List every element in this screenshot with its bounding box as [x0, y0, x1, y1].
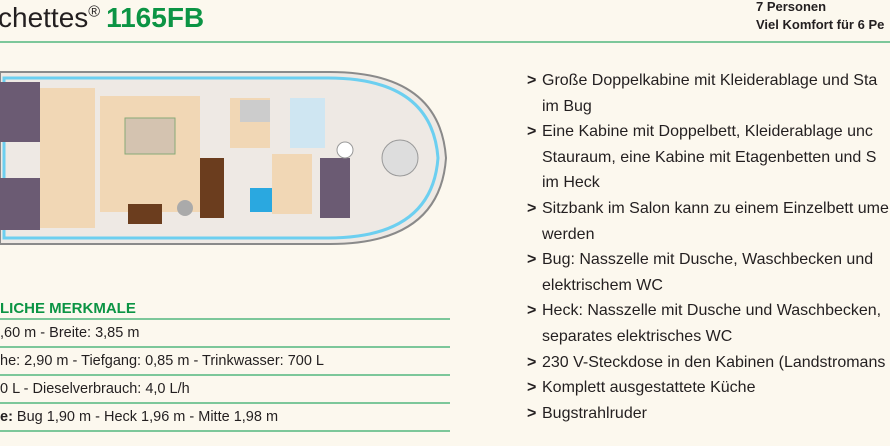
spec-label: e:: [0, 409, 13, 425]
spec-row: e: Bug 1,90 m - Heck 1,96 m - Mitte 1,98…: [0, 404, 450, 432]
page-title: chettes® 1165FB: [0, 2, 204, 34]
spec-text: 0 L - Dieselverbrauch: 4,0 L/h: [0, 381, 190, 397]
bullet-marker: [527, 222, 542, 248]
bullet-marker: [527, 273, 542, 299]
feature-text: im Heck: [542, 174, 600, 192]
header-divider: [0, 41, 890, 43]
spec-text: ,60 m - Breite: 3,85 m: [0, 325, 140, 341]
feature-text: werden: [542, 225, 595, 243]
feature-item: im Heck: [527, 170, 889, 196]
feature-item: > Bugstrahlruder: [527, 401, 889, 427]
feature-item: > Heck: Nasszelle mit Dusche und Waschbec…: [527, 298, 889, 324]
feature-item: werden: [527, 222, 889, 248]
brand-name: chettes: [0, 2, 89, 33]
bullet-marker: [527, 170, 542, 196]
feature-text: Bugstrahlruder: [542, 404, 647, 422]
feature-item: > Sitzbank im Salon kann zu einem Einzelb…: [527, 196, 889, 222]
spec-row: he: 2,90 m - Tiefgang: 0,85 m - Trinkwas…: [0, 348, 450, 376]
bullet-marker: >: [527, 72, 537, 89]
bullet-marker: [527, 145, 542, 171]
feature-text: 230 V-Steckdose in den Kabinen (Landstro…: [542, 353, 886, 371]
feature-text: Heck: Nasszelle mit Dusche und Waschbeck…: [542, 302, 882, 320]
model-name: 1165FB: [106, 2, 205, 33]
spec-row: ,60 m - Breite: 3,85 m: [0, 320, 450, 348]
feature-item: > Komplett ausgestattete Küche: [527, 375, 889, 401]
feature-text: Sitzbank im Salon kann zu einem Einzelbe…: [542, 199, 889, 217]
bullet-marker: >: [527, 379, 537, 397]
boat-floor-plan: [0, 71, 448, 245]
bullet-marker: >: [527, 404, 537, 422]
persons-count: 7 Personen: [756, 0, 827, 14]
feature-item: >230 V-Steckdose in den Kabinen (Landstr…: [527, 350, 889, 376]
feature-text: Stauraum, eine Kabine mit Etagenbetten u…: [542, 148, 877, 166]
feature-item: > Eine Kabine mit Doppelbett, Kleiderabla…: [527, 119, 889, 145]
spec-text: Bug 1,90 m - Heck 1,96 m - Mitte 1,98 m: [12, 409, 279, 425]
bullet-marker: [527, 324, 542, 350]
feature-text: Eine Kabine mit Doppelbett, Kleiderablag…: [542, 123, 873, 141]
feature-text: Komplett ausgestattete Küche: [542, 379, 756, 397]
spec-row: 0 L - Dieselverbrauch: 4,0 L/h: [0, 376, 450, 404]
feature-text: Bug: Nasszelle mit Dusche, Waschbecken u…: [542, 251, 874, 269]
feature-item: elektrischem WC: [527, 273, 889, 299]
specs-heading: LICHE MERKMALE: [0, 298, 450, 320]
feature-item: im Bug: [527, 94, 889, 120]
feature-item: > Große Doppelkabine mit Kleiderablage un…: [527, 68, 889, 94]
registered-mark: ®: [88, 3, 101, 21]
bullet-marker: >: [527, 123, 537, 141]
spec-text: he: 2,90 m - Tiefgang: 0,85 m - Trinkwas…: [0, 353, 324, 369]
feature-list: > Große Doppelkabine mit Kleiderablage un…: [527, 68, 889, 426]
feature-text: Große Doppelkabine mit Kleiderablage und…: [542, 72, 878, 89]
specs-table: LICHE MERKMALE ,60 m - Breite: 3,85 m he…: [0, 298, 450, 432]
feature-item: Stauraum, eine Kabine mit Etagenbetten u…: [527, 145, 889, 171]
feature-item: separates elektrisches WC: [527, 324, 889, 350]
feature-text: im Bug: [542, 97, 592, 115]
feature-item: > Bug: Nasszelle mit Dusche, Waschbecken …: [527, 247, 889, 273]
comfort-note: Viel Komfort für 6 Pe: [756, 17, 885, 32]
bullet-marker: >: [527, 251, 537, 269]
bullet-marker: >: [527, 199, 537, 217]
bullet-marker: >: [527, 302, 537, 320]
bullet-marker: [527, 94, 542, 120]
feature-text: elektrischem WC: [542, 276, 663, 294]
bullet-marker: >: [527, 353, 537, 371]
feature-text: separates elektrisches WC: [542, 327, 733, 345]
